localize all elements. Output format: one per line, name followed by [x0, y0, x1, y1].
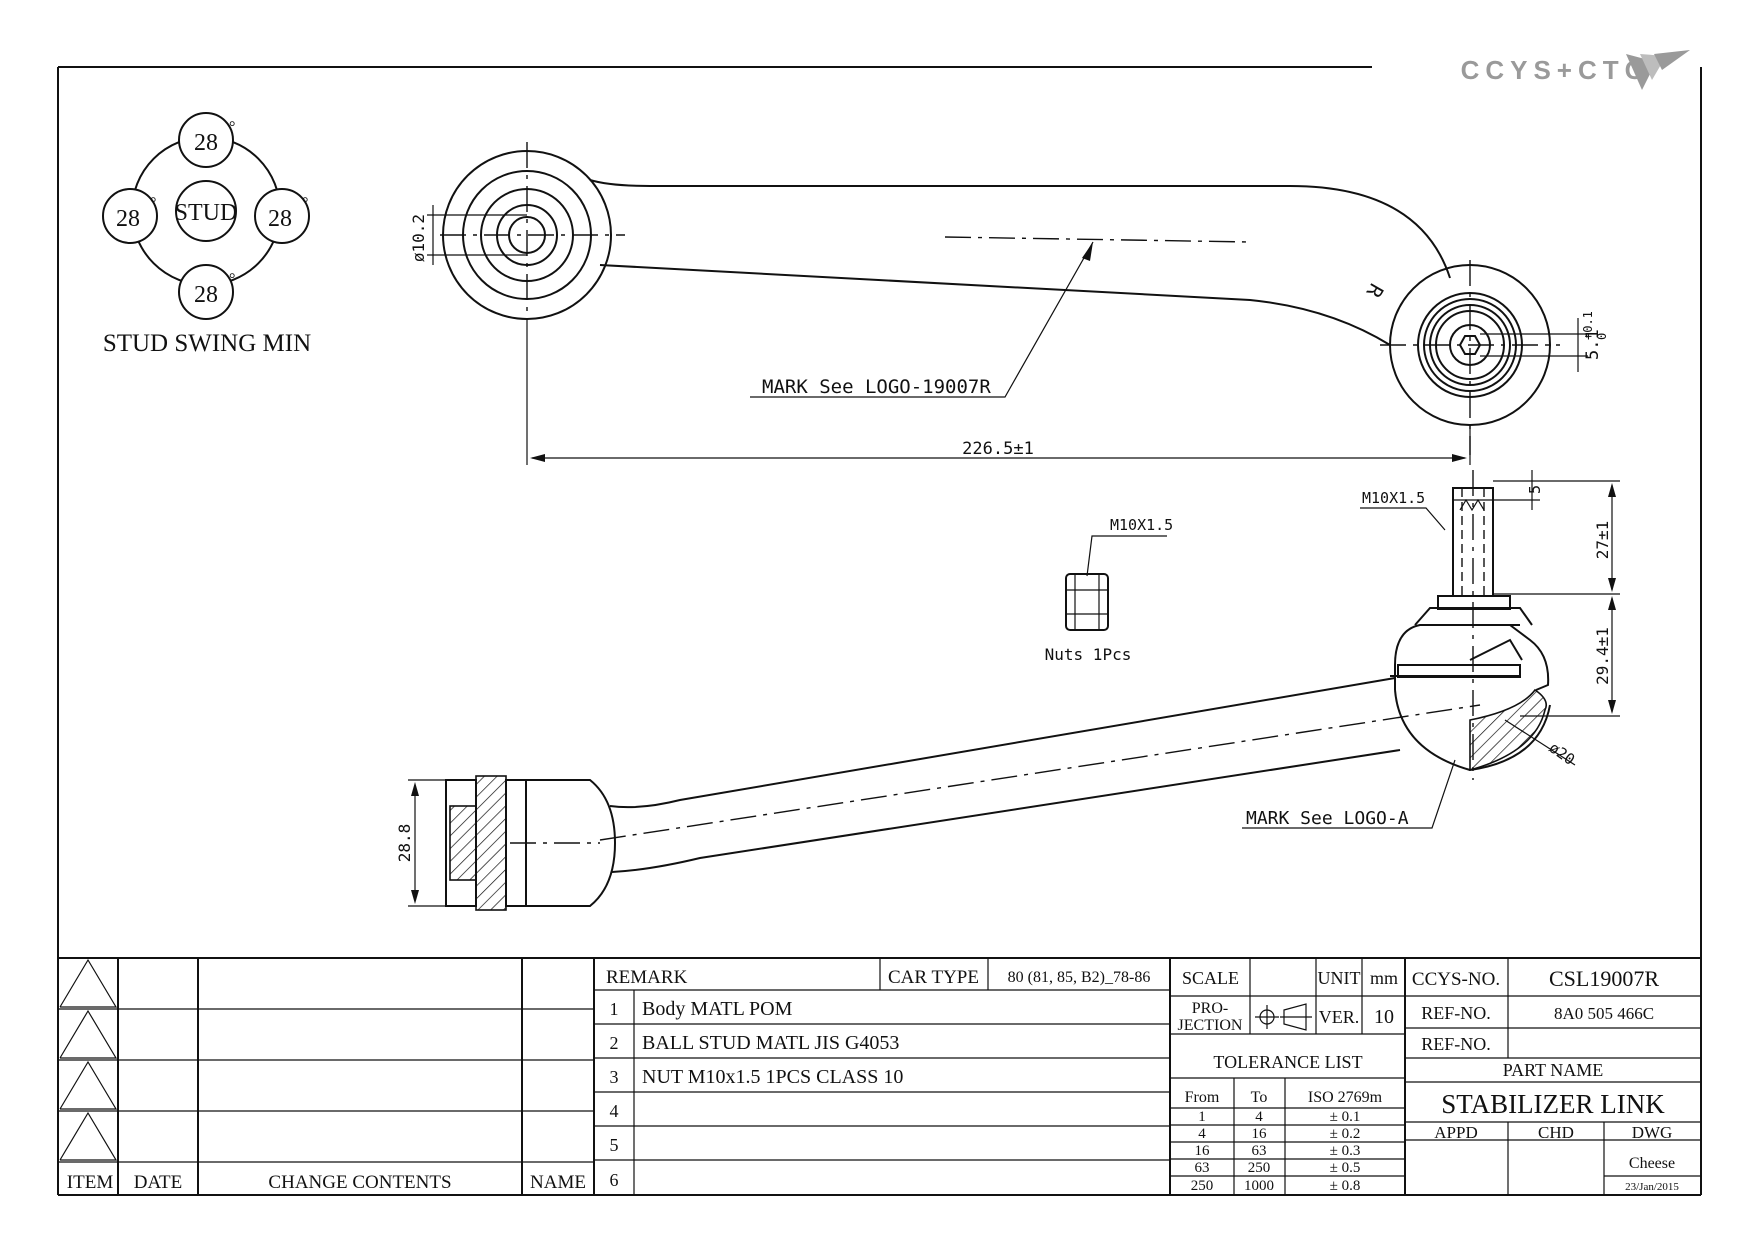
tol-from: 63 [1195, 1160, 1210, 1176]
swing-center-label: STUD [175, 200, 238, 226]
ccys-no-label: CCYS-NO. [1412, 969, 1500, 990]
tol-to: 250 [1248, 1160, 1271, 1176]
remark-no: 2 [610, 1033, 619, 1053]
swing-angle-bottom: 28 [194, 282, 218, 308]
dim-length: 226.5±1 [962, 439, 1034, 459]
swing-circle-right [254, 188, 310, 244]
dim-ball-height: 29.4±1 [1593, 627, 1612, 685]
car-type-label: CAR TYPE [888, 967, 979, 988]
remark-text: BALL STUD MATL JIS G4053 [642, 1032, 899, 1054]
part-name-label: PART NAME [1503, 1060, 1603, 1080]
side-thread-label: M10X1.5 [1362, 489, 1425, 507]
dim-thread-len: 27±1 [1593, 521, 1612, 560]
side-letter: R [1361, 280, 1388, 303]
remark-no: 5 [610, 1135, 619, 1155]
swing-circle-left [102, 188, 158, 244]
degree-symbol: ° [150, 195, 156, 212]
tol-value: ± 0.2 [1330, 1126, 1361, 1142]
tol-to: 16 [1252, 1126, 1268, 1142]
tol-to: 63 [1252, 1143, 1267, 1159]
brand-emblem [1626, 50, 1690, 90]
scale-label: SCALE [1182, 968, 1239, 988]
swing-circle-bottom [178, 264, 234, 320]
revision-triangles [59, 958, 118, 1161]
remark-header: REMARK [606, 967, 688, 988]
rev-header-date: DATE [134, 1172, 183, 1193]
rev-header-item: ITEM [67, 1172, 114, 1193]
dwg-label: DWG [1632, 1123, 1673, 1142]
tol-value: ± 0.5 [1330, 1160, 1361, 1176]
dwg-date: 23/Jan/2015 [1625, 1181, 1679, 1193]
swing-circle-top [178, 112, 234, 168]
stud-swing-caption: STUD SWING MIN [103, 330, 311, 357]
brand-logo: CCYS+CTC [1461, 50, 1690, 90]
ccys-no-value: CSL19007R [1549, 966, 1659, 991]
car-type-value: 80 (81, 85, B2)_78-86 [1008, 969, 1151, 986]
tolerance-title: TOLERANCE LIST [1213, 1052, 1362, 1072]
dwg-name: Cheese [1629, 1155, 1675, 1172]
dim-hex-tol-upper: +0.1 [1581, 311, 1595, 340]
ver-label: VER. [1319, 1007, 1360, 1027]
rev-header-change: CHANGE CONTENTS [268, 1172, 451, 1193]
dim-eye-height: 28.8 [395, 824, 414, 863]
ref-no-label-2: REF-NO. [1421, 1034, 1491, 1054]
tol-value: ± 0.3 [1330, 1143, 1361, 1159]
tol-to: 4 [1255, 1109, 1263, 1125]
dim-eye-dia: ø10.2 [409, 214, 428, 262]
nut-thread-label: M10X1.5 [1110, 516, 1173, 534]
remark-no: 6 [610, 1170, 619, 1190]
remark-text: Body MATL POM [642, 998, 793, 1020]
dim-hex-base: 5.1 [1583, 329, 1603, 360]
remark-no: 1 [610, 999, 619, 1019]
title-block: ITEM DATE CHANGE CONTENTS NAME REMARK CA… [58, 957, 1701, 1195]
nut-view: M10X1.5 Nuts 1Pcs [1045, 516, 1174, 664]
dim-hex-tol-lower: 0 [1595, 333, 1609, 340]
mark-note-top: MARK See LOGO-19007R [762, 376, 991, 398]
remark-no: 3 [610, 1067, 619, 1087]
part-name-value: STABILIZER LINK [1441, 1089, 1665, 1119]
stud-swing-diagram: 28 ° 28 ° 28 ° 28 ° STUD STUD SWING MIN [102, 112, 311, 357]
tol-from: 250 [1191, 1178, 1214, 1194]
degree-symbol: ° [302, 195, 308, 212]
tol-value: ± 0.1 [1330, 1109, 1361, 1125]
top-view: R ø10.2 MARK See LOGO-19007R 226.5±1 5.1… [409, 142, 1609, 465]
mark-note-side: MARK See LOGO-A [1246, 808, 1409, 829]
degree-symbol: ° [229, 271, 235, 288]
rev-header-name: NAME [530, 1172, 586, 1193]
tol-from: 1 [1198, 1109, 1206, 1125]
degree-symbol: ° [229, 119, 235, 136]
projection-label-2: JECTION [1178, 1017, 1243, 1034]
tol-header-from: From [1185, 1089, 1220, 1106]
nut-caption: Nuts 1Pcs [1045, 645, 1132, 664]
tol-header-to: To [1251, 1089, 1268, 1106]
side-view: 28.8 M10X1.5 5 27±1 [395, 470, 1620, 911]
unit-label: UNIT [1318, 968, 1361, 988]
tol-header-std: ISO 2769m [1308, 1089, 1383, 1106]
swing-angle-right: 28 [268, 206, 292, 232]
projection-label-1: PRO- [1192, 1000, 1228, 1017]
appd-label: APPD [1434, 1123, 1477, 1142]
ver-value: 10 [1374, 1006, 1394, 1028]
tol-from: 16 [1195, 1143, 1211, 1159]
dim-thread-top: 5 [1526, 485, 1544, 494]
swing-circle-center [175, 180, 237, 242]
brand-logo-text: CCYS+CTC [1461, 55, 1650, 85]
drawing-frame [57, 66, 1702, 1196]
tol-to: 1000 [1244, 1178, 1274, 1194]
tol-value: ± 0.8 [1330, 1178, 1361, 1194]
ref-no-label-1: REF-NO. [1421, 1003, 1491, 1023]
chd-label: CHD [1538, 1123, 1574, 1142]
ref-no-value-1: 8A0 505 466C [1554, 1004, 1654, 1023]
unit-value: mm [1370, 968, 1398, 988]
remark-text: NUT M10x1.5 1PCS CLASS 10 [642, 1066, 903, 1088]
projection-symbol [1255, 1003, 1312, 1031]
remark-no: 4 [610, 1101, 619, 1121]
swing-angle-top: 28 [194, 130, 218, 156]
swing-angle-left: 28 [116, 206, 140, 232]
tol-from: 4 [1198, 1126, 1206, 1142]
